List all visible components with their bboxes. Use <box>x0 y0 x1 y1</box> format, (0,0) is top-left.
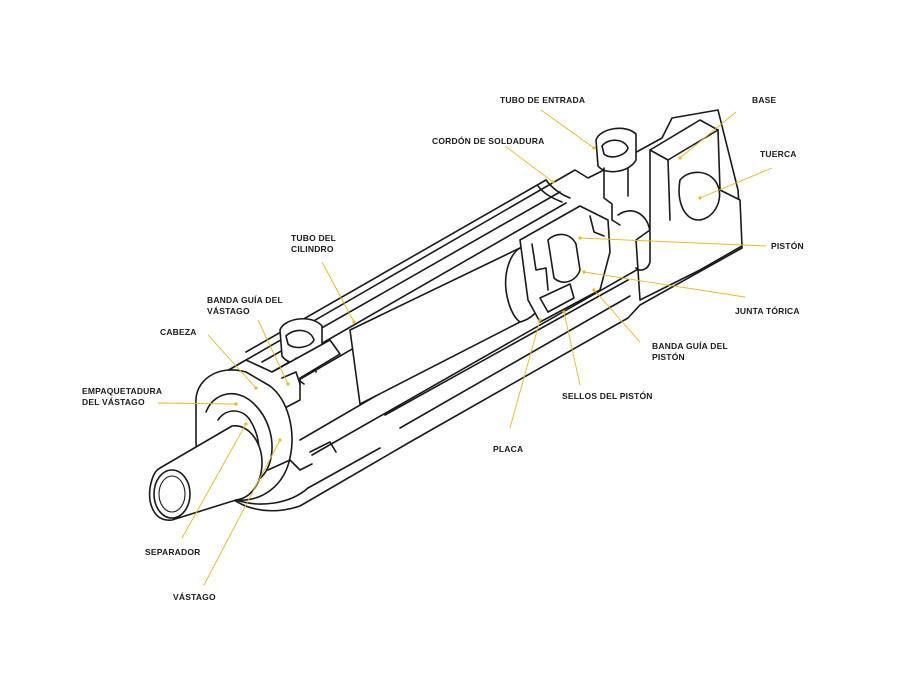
inlet-port-rear <box>595 127 637 173</box>
label-empaquetadura-line1: EMPAQUETADURA <box>82 386 162 396</box>
label-tubo-del-cilindro-line2: CILINDRO <box>291 244 334 254</box>
leader-vastago <box>203 439 281 586</box>
cylinder-drawing <box>148 109 743 521</box>
label-tuerca: TUERCA <box>760 149 797 159</box>
label-tubo-de-entrada: TUBO DE ENTRADA <box>500 95 585 105</box>
leader-tubo-de-entrada <box>540 109 595 149</box>
label-vastago: VÁSTAGO <box>173 592 216 602</box>
leader-cordon <box>504 145 554 183</box>
rod-end-face <box>153 469 191 519</box>
label-cordon-de-soldadura: CORDÓN DE SOLDADURA <box>432 135 544 146</box>
label-banda-guia-vastago-line2: VÁSTAGO <box>207 306 250 316</box>
labels: TUBO DE ENTRADA BASE CORDÓN DE SOLDADURA… <box>82 95 804 602</box>
leader-base <box>679 111 737 159</box>
label-piston: PISTÓN <box>771 240 804 251</box>
leader-banda-piston <box>593 289 641 343</box>
label-banda-guia-piston-line2: PISTÓN <box>652 351 685 362</box>
leader-junta-torica <box>583 271 746 298</box>
leader-dots <box>234 146 702 442</box>
leader-sellos <box>563 311 581 386</box>
leader-tubo-cilindro <box>321 261 355 323</box>
leader-banda-vastago <box>257 319 289 385</box>
leader-lines <box>157 109 773 586</box>
label-junta-torica: JUNTA TÓRICA <box>735 305 800 316</box>
label-cabeza: CABEZA <box>160 327 197 337</box>
leader-separador <box>181 423 247 539</box>
leader-piston <box>579 237 767 247</box>
label-banda-guia-piston-line1: BANDA GUÍA DEL <box>652 341 728 351</box>
leader-placa <box>509 319 541 429</box>
leader-cabeza <box>207 334 257 389</box>
label-empaquetadura-line2: DEL VÁSTAGO <box>82 397 145 407</box>
label-separador: SEPARADOR <box>145 547 200 557</box>
piston-block <box>519 205 611 323</box>
label-banda-guia-vastago-line1: BANDA GUÍA DEL <box>207 295 283 305</box>
label-placa: PLACA <box>493 444 523 454</box>
leader-empaquetadura <box>157 402 237 405</box>
label-sellos-del-piston: SELLOS DEL PISTÓN <box>562 390 653 401</box>
label-tubo-del-cilindro-line1: TUBO DEL <box>291 233 336 243</box>
leader-tuerca <box>699 167 773 199</box>
label-base: BASE <box>752 95 777 105</box>
